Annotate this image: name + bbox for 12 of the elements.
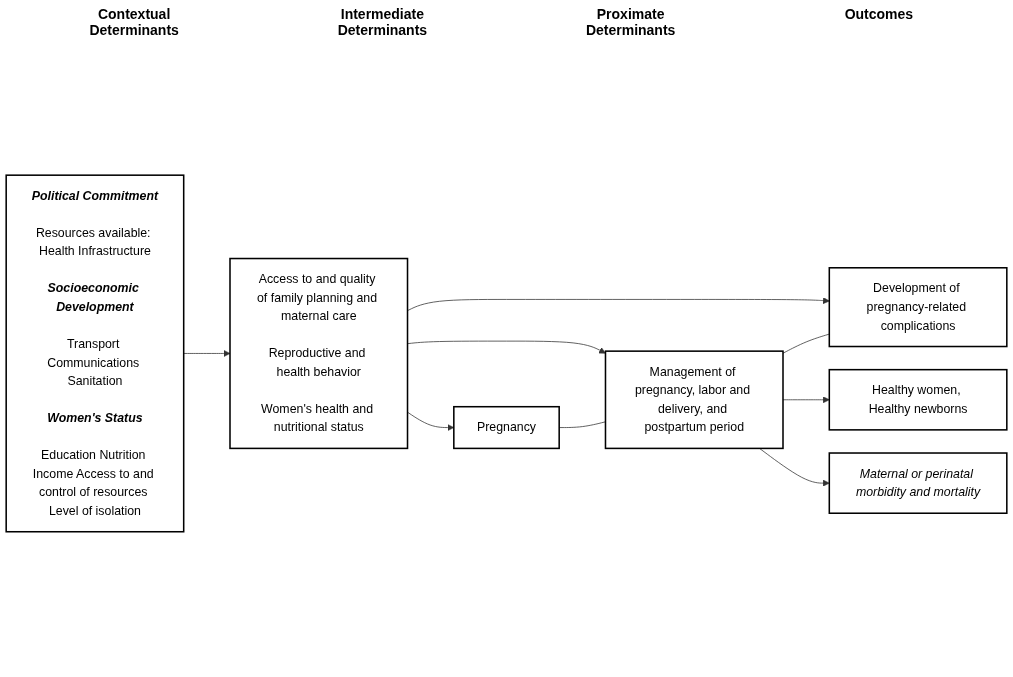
column-heading: Proximate Determinants [584,6,677,38]
node-box: Development of pregnancy-related complications [828,266,1008,347]
node-box: Healthy women, Healthy newborns [828,368,1008,431]
node-box: Political Commitment Resources available: Health Infrastructure Socioeconomic Development Transport Communications Sanitation Women's Status Education Nutrition Income Access to and control of resources Level of isolation [5,173,185,533]
column-heading: Outcomes [843,6,915,24]
node-box: Pregnancy [453,405,560,449]
column-heading: Contextual Determinants [88,6,180,38]
connector [782,333,830,354]
node-box: Management of pregnancy, labor and delivery, and postpartum period [604,349,784,449]
node-box: Access to and quality of family planning and maternal care Reproductive and health behavior Women's health and nutritional status [229,257,409,449]
node-box: Maternal or perinatal morbidity and mortality [828,451,1008,514]
column-heading: Intermediate Determinants [336,6,429,38]
